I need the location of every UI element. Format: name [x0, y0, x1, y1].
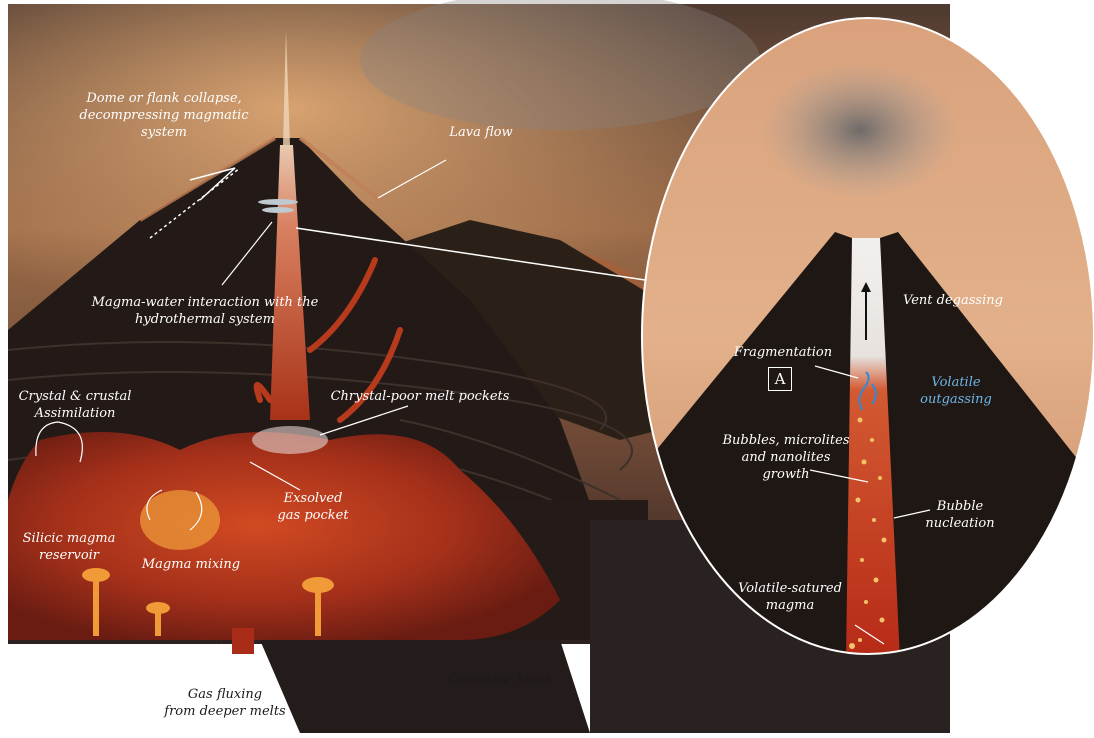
label-gas-fluxing: Gas fluxing from deeper melts [160, 686, 290, 720]
label-magma-mixing: Magma mixing [136, 556, 246, 573]
label-cumulate-mush: Cumulate Mush [440, 672, 560, 689]
label-crystal-assimilation: Crystal & crustal Assimilation [10, 388, 140, 422]
mixing-plume [140, 490, 220, 550]
label-silicic-reservoir: Silicic magma reservoir [14, 530, 124, 564]
label-bubble-nucleation: Bubble nucleation [910, 498, 1010, 532]
label-melt-pockets: Chrystal-poor melt pockets [330, 388, 510, 405]
label-bubbles-growth: Bubbles, microlites and nanolites growth [716, 432, 856, 483]
label-exsolved-gas: Exsolved gas pocket [268, 490, 358, 524]
label-volatile-outgassing: Volatile outgassing [906, 374, 1006, 408]
label-vent-degassing: Vent degassing [898, 292, 1008, 309]
gas-pocket-cloud [252, 426, 328, 454]
label-fragmentation: Fragmentation [728, 344, 838, 361]
label-volatile-saturated: Volatile-satured magma [720, 580, 860, 614]
ash-plume [760, 60, 960, 200]
feeder-dike [232, 628, 254, 654]
label-magma-water: Magma-water interaction with the hydroth… [80, 294, 330, 328]
label-lava-flow: Lava flow [436, 124, 526, 141]
label-dome-collapse: Dome or flank collapse, decompressing ma… [64, 90, 264, 141]
marker-a: A [768, 367, 792, 391]
